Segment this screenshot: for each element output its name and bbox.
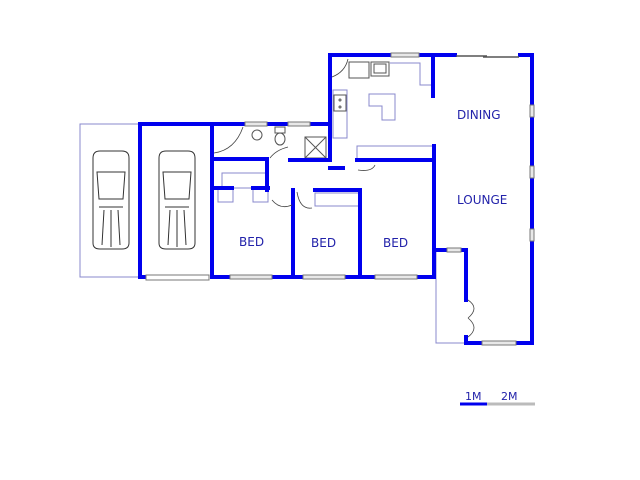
doors[interactable] (213, 58, 475, 338)
room-label-lounge: LOUNGE (457, 193, 507, 207)
scale-label-1m: 1M (465, 390, 482, 403)
sink-icon (333, 94, 347, 112)
room-label-dining: DINING (457, 108, 501, 122)
car-icon (92, 150, 130, 250)
room-label-bed: BED (383, 236, 408, 250)
fixtures (217, 62, 465, 344)
basin-icon (251, 129, 263, 141)
room-label-bed: BED (311, 236, 336, 250)
scale-bar: 1M 2M (460, 390, 535, 406)
room-label-bed: BED (239, 235, 264, 249)
windows[interactable] (145, 52, 535, 346)
shower-icon (304, 136, 327, 159)
sliding-door[interactable] (456, 55, 519, 58)
car-icon (158, 150, 196, 250)
toilet-icon (274, 126, 286, 146)
stove-icon (348, 61, 390, 79)
scale-label-2m: 2M (501, 390, 518, 403)
